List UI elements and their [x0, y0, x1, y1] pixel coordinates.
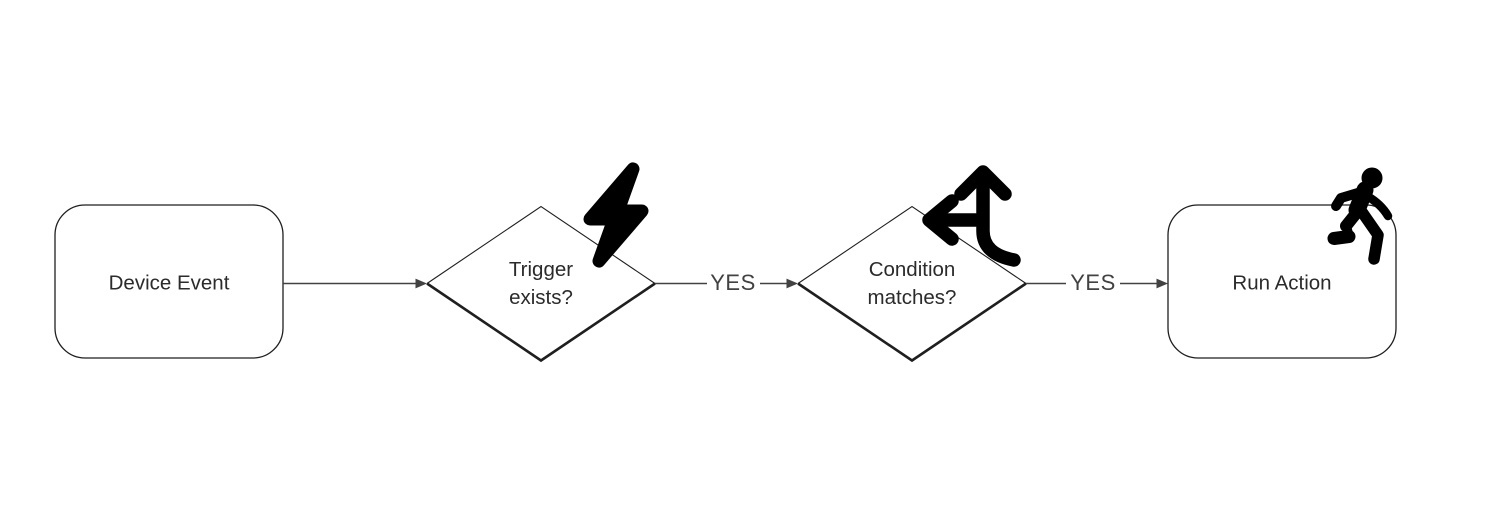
condition-diamond-bottom-edges — [797, 282, 1027, 363]
device-event-shape — [54, 204, 284, 359]
split-arrows-up-head — [954, 165, 1012, 201]
trigger-diamond-top-edges — [426, 205, 656, 284]
edge-label-yes-1: YES — [710, 270, 756, 295]
split-arrows-stem — [976, 167, 1021, 267]
trigger-label-line2: exists? — [509, 286, 573, 309]
edge-device-to-trigger — [283, 278, 427, 289]
split-arrows-left-head — [922, 194, 959, 246]
person-running-icon — [1327, 167, 1393, 265]
condition-diamond-top-edges — [797, 205, 1027, 284]
node-condition-matches: Condition matches? — [797, 165, 1027, 363]
arrowhead-icon — [1156, 278, 1168, 289]
arrowhead-icon — [415, 278, 427, 289]
lightning-bolt-glyph — [583, 162, 649, 268]
runner-front-shoe — [1327, 230, 1356, 245]
trigger-diamond-bottom-edges — [426, 282, 656, 363]
condition-label-line1: Condition — [869, 258, 956, 281]
edge-condition-to-action: YES — [1026, 270, 1168, 295]
runner-front-arm — [1331, 187, 1366, 211]
run-action-label: Run Action — [1232, 271, 1331, 294]
node-trigger-exists: Trigger exists? — [426, 162, 656, 363]
split-arrows-up-left-icon — [922, 165, 1021, 267]
runner-back-arm — [1362, 191, 1393, 221]
edge-trigger-to-condition: YES — [655, 270, 798, 295]
lightning-bolt-icon — [583, 162, 649, 268]
runner-back-leg — [1356, 206, 1384, 265]
trigger-label-line1: Trigger — [509, 258, 573, 281]
arrowhead-icon — [786, 278, 798, 289]
device-event-label: Device Event — [109, 271, 230, 294]
node-device-event: Device Event — [54, 204, 284, 359]
edge-label-yes-2: YES — [1070, 270, 1116, 295]
condition-label-line2: matches? — [868, 286, 957, 309]
node-run-action: Run Action — [1167, 167, 1397, 359]
runner-front-thigh — [1340, 205, 1364, 232]
